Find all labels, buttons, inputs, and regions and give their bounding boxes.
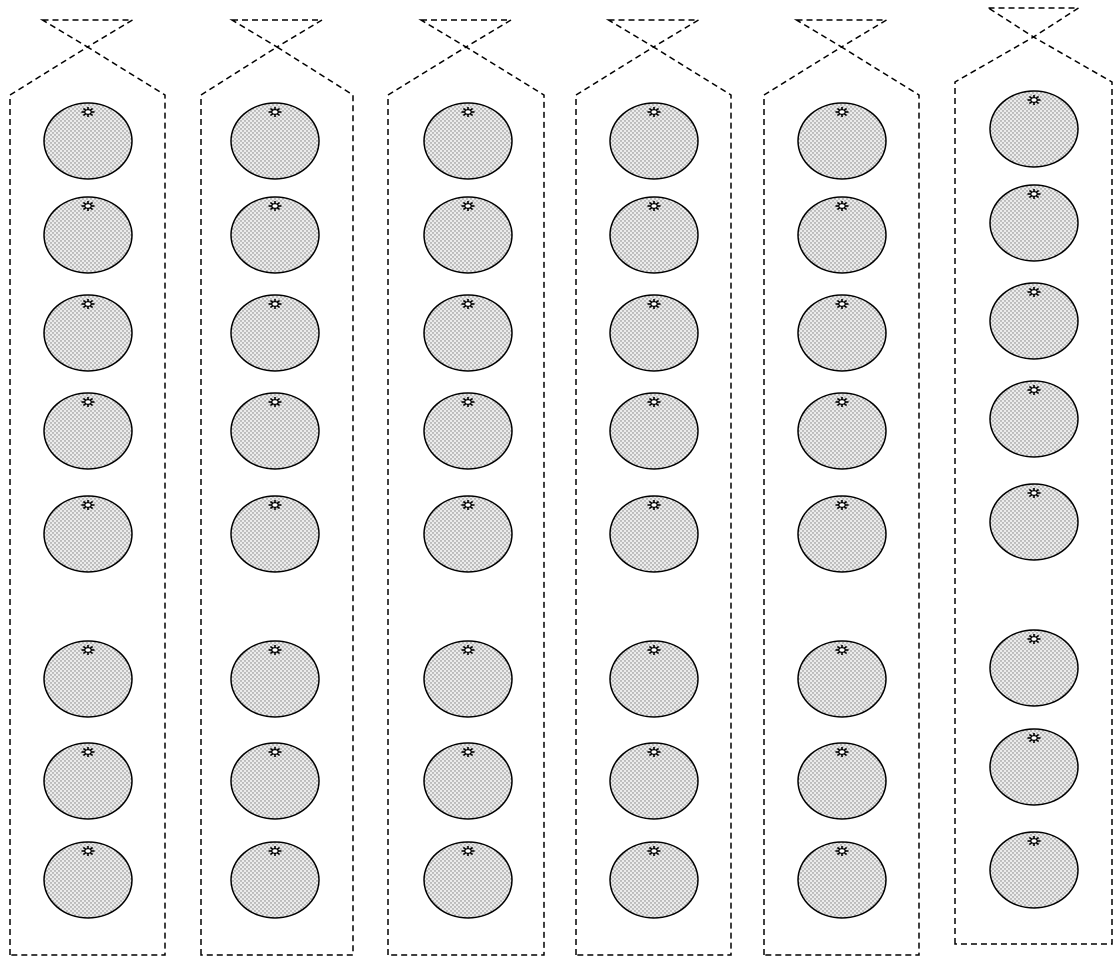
orange-icon [610, 842, 698, 918]
orange-icon [44, 496, 132, 572]
bag-tie [989, 8, 1079, 37]
orange-icon [231, 641, 319, 717]
orange-icon [990, 729, 1078, 805]
orange-icon [990, 283, 1078, 359]
bag-tie [797, 20, 887, 47]
orange-icon [610, 103, 698, 179]
orange-icon [610, 393, 698, 469]
bag-5 [764, 20, 919, 955]
orange-icon [231, 103, 319, 179]
bag-tie [421, 20, 511, 47]
orange-icon [231, 743, 319, 819]
orange-icon [424, 842, 512, 918]
bag-2 [201, 20, 353, 955]
orange-icon [798, 496, 886, 572]
bag-3 [388, 20, 544, 955]
orange-icon [798, 295, 886, 371]
bag-1 [10, 20, 165, 955]
orange-icon [44, 103, 132, 179]
orange-icon [610, 295, 698, 371]
bag-tie [609, 20, 699, 47]
orange-icon [424, 641, 512, 717]
orange-icon [798, 641, 886, 717]
orange-icon [798, 743, 886, 819]
orange-icon [231, 197, 319, 273]
bag-tie [43, 20, 133, 47]
orange-icon [44, 393, 132, 469]
orange-icon [990, 484, 1078, 560]
orange-icon [990, 832, 1078, 908]
orange-icon [424, 743, 512, 819]
bag-4 [576, 20, 731, 955]
orange-icon [610, 197, 698, 273]
orange-icon [231, 295, 319, 371]
orange-icon [44, 197, 132, 273]
orange-icon [424, 393, 512, 469]
orange-icon [798, 842, 886, 918]
orange-icon [610, 496, 698, 572]
orange-icon [231, 496, 319, 572]
orange-icon [424, 103, 512, 179]
orange-icon [990, 381, 1078, 457]
orange-icon [798, 393, 886, 469]
orange-icon [990, 91, 1078, 167]
orange-icon [44, 842, 132, 918]
orange-icon [231, 393, 319, 469]
orange-icon [990, 185, 1078, 261]
orange-icon [44, 743, 132, 819]
orange-icon [424, 496, 512, 572]
orange-icon [990, 630, 1078, 706]
orange-icon [424, 197, 512, 273]
orange-icon [610, 641, 698, 717]
orange-icon [424, 295, 512, 371]
bag-tie [232, 20, 322, 47]
orange-icon [44, 295, 132, 371]
orange-icon [610, 743, 698, 819]
orange-icon [798, 197, 886, 273]
bag-6 [955, 8, 1112, 944]
orange-icon [231, 842, 319, 918]
orange-icon [44, 641, 132, 717]
orange-icon [798, 103, 886, 179]
